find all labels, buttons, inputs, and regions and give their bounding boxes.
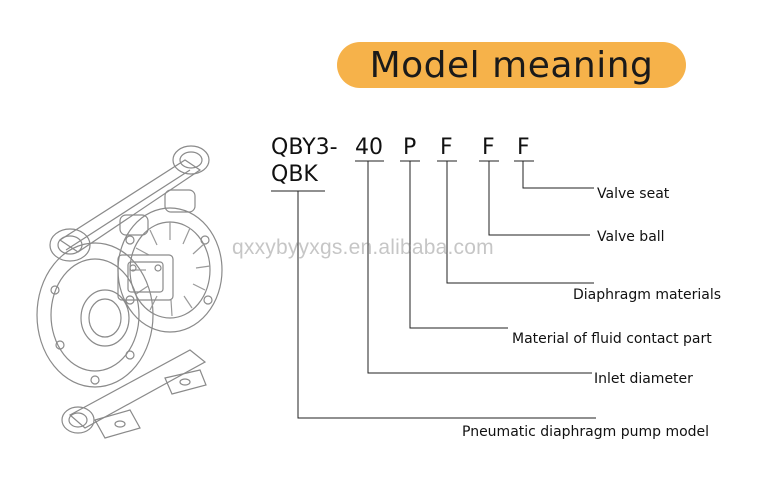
model-prefix-alt: QBK [271,162,318,187]
watermark: qxxybyyxgs.en.alibaba.com [232,236,494,259]
code-diaphragm: F [440,135,453,160]
label-inlet-diameter: Inlet diameter [594,371,693,387]
label-diaphragm-materials: Diaphragm materials [573,287,722,303]
code-ball: F [482,135,495,160]
page-title: Model meaning [369,44,654,86]
label-fluid-contact: Material of fluid contact part [512,331,712,347]
code-seat: F [517,135,530,160]
title-banner: Model meaning [337,42,686,88]
model-prefix: QBY3- [271,135,338,160]
code-material: P [403,135,417,160]
label-pump-model: Pneumatic diaphragm pump model [462,424,710,440]
code-inlet: 40 [355,135,383,160]
label-valve-seat: Valve seat [597,186,670,202]
label-valve-ball: Valve ball [597,229,665,245]
